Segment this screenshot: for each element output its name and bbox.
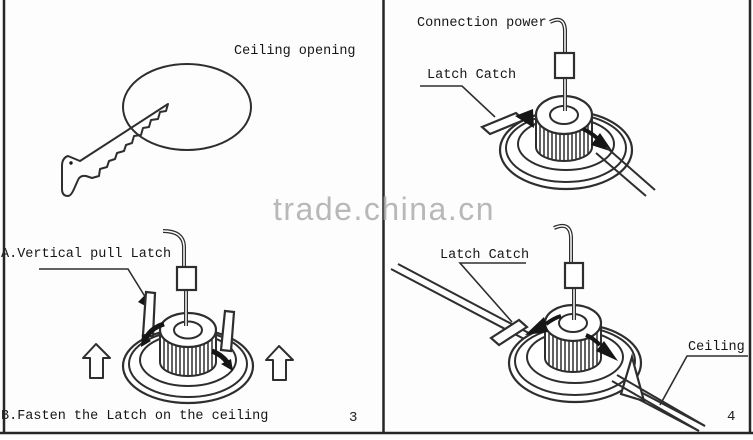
ceiling-lines-front [611, 374, 706, 432]
leader-line-latch-top [420, 85, 496, 118]
rotation-arrow-latch-icon [515, 109, 534, 128]
latch-catch-label-bottom: Latch Catch [440, 248, 529, 263]
heatsink-fins [539, 125, 589, 161]
ceiling-label: Ceiling [688, 340, 745, 355]
saw-icon [61, 103, 169, 197]
latch-catch-flap-left [489, 318, 529, 347]
panel-fasten-ceiling: Latch Catch Ceiling 4 [390, 223, 748, 432]
figure-number-3: 3 [349, 410, 357, 426]
figure-number-4: 4 [727, 409, 735, 425]
leader-line-latch-bottom [458, 262, 526, 323]
watermark: trade.china.cn [273, 191, 495, 227]
saw-outline [61, 103, 169, 197]
power-wire [549, 17, 576, 111]
rotation-arrow-right-icon [211, 348, 233, 371]
ceiling-edge-lines [595, 146, 656, 197]
wire-connector [563, 261, 585, 290]
downlight-fixture-step3 [121, 229, 255, 405]
downlight-fixture-fastened [489, 223, 706, 432]
leader-line-latch-a [39, 268, 150, 304]
up-arrow-right-icon [265, 345, 294, 381]
wire-connector [175, 265, 198, 292]
panel-pull-latch: A.Vertical pull Latch B.Fasten the Latch… [1, 229, 357, 426]
rotation-arrow-right-icon [585, 333, 618, 361]
heatsink-fins [163, 339, 213, 376]
heatsink-fins [548, 332, 598, 372]
rotation-arrow-left-icon [525, 314, 562, 335]
power-wire [553, 223, 585, 320]
connection-power-label: Connection power [417, 16, 547, 31]
panel-connect-power: Connection power Latch Catch [417, 16, 656, 197]
leader-line-ceiling [659, 355, 748, 406]
rotation-arrow-left-icon [141, 321, 165, 347]
ceiling-opening-label: Ceiling opening [234, 44, 356, 59]
downlight-fixture-wired [479, 17, 656, 197]
saw-handle-hole [69, 161, 73, 165]
step-b-label: B.Fasten the Latch on the ceiling [1, 409, 268, 424]
mounting-wire [162, 229, 198, 326]
ceiling-opening-ellipse [122, 63, 252, 151]
latch-catch-label-top: Latch Catch [427, 68, 516, 83]
wire-connector [553, 51, 576, 80]
panel-ceiling-opening: Ceiling opening [61, 44, 356, 197]
step-a-label: A.Vertical pull Latch [1, 247, 171, 262]
up-arrow-left-icon [82, 343, 111, 379]
spring-latch-right [219, 309, 236, 353]
